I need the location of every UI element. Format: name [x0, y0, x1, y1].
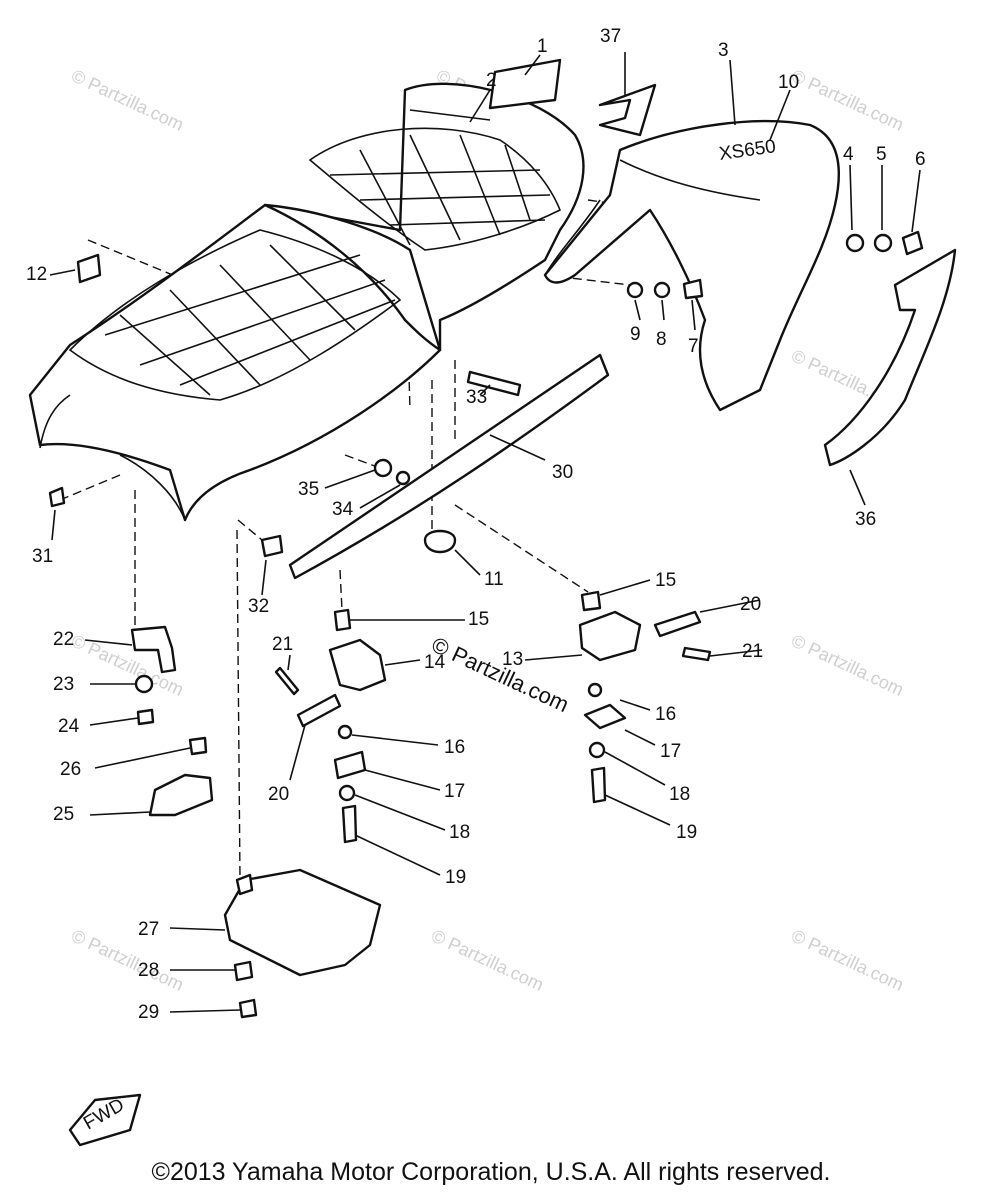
callout-23: 23: [53, 674, 74, 695]
callout-18a: 18: [449, 822, 470, 843]
callout-11: 11: [484, 569, 504, 590]
watermark-center: © Partzilla.com: [428, 632, 573, 717]
callout-32: 32: [248, 596, 269, 617]
decal-left: [598, 83, 657, 137]
callout-20a: 20: [268, 784, 289, 805]
callout-13: 13: [502, 649, 523, 670]
callout-18b: 18: [669, 784, 690, 805]
callout-26: 26: [60, 759, 81, 780]
leader-lines: [49, 52, 921, 1013]
callout-21a: 21: [272, 634, 293, 655]
callout-5: 5: [876, 144, 887, 165]
emblem-plate: [488, 58, 562, 110]
callout-27: 27: [138, 919, 159, 940]
callout-22: 22: [53, 629, 74, 650]
callout-17a: 17: [444, 781, 465, 802]
callout-24: 24: [58, 716, 80, 737]
watermark: © Partzilla.com: [428, 925, 546, 994]
copyright-notice: ©2013 Yamaha Motor Corporation, U.S.A. A…: [151, 1158, 831, 1186]
callout-17b: 17: [660, 741, 681, 762]
callout-10: 10: [778, 72, 799, 93]
callout-37: 37: [600, 26, 621, 47]
callout-14: 14: [424, 652, 446, 673]
callout-3: 3: [718, 40, 729, 61]
callout-33: 33: [466, 387, 487, 408]
callout-8: 8: [656, 329, 667, 350]
callout-12: 12: [26, 264, 47, 285]
callout-29: 29: [138, 1002, 159, 1023]
callout-35: 35: [298, 479, 319, 500]
seat: [28, 82, 585, 522]
callout-19b: 19: [676, 822, 697, 843]
callout-9: 9: [630, 324, 641, 345]
tail-cover: XS650: [543, 119, 840, 412]
callout-28: 28: [138, 960, 159, 981]
callout-16a: 16: [444, 737, 465, 758]
callout-21b: 21: [742, 641, 763, 662]
callout-31: 31: [32, 546, 53, 567]
callout-19a: 19: [445, 867, 466, 888]
callouts: 1 2 3 4 5 6 7 8 9 10 11 12 13 14 15 15 1…: [26, 26, 926, 1023]
callout-34: 34: [332, 499, 354, 520]
hardware: FWD: [48, 230, 924, 1147]
callout-6: 6: [915, 149, 926, 170]
callout-4: 4: [843, 144, 854, 165]
callout-30: 30: [552, 462, 573, 483]
callout-1: 1: [537, 36, 548, 57]
callout-20b: 20: [740, 594, 761, 615]
callout-2: 2: [486, 70, 497, 91]
callout-15a: 15: [468, 609, 489, 630]
callout-36: 36: [855, 509, 876, 530]
side-stripe: [823, 248, 957, 467]
grab-rail: [288, 353, 610, 580]
callout-15b: 15: [655, 570, 676, 591]
watermark: © Partzilla.com: [68, 65, 186, 134]
watermark: © Partzilla.com: [788, 925, 906, 994]
callout-16b: 16: [655, 704, 676, 725]
watermark: © Partzilla.com: [68, 925, 186, 994]
callout-7: 7: [688, 336, 699, 357]
callout-25: 25: [53, 804, 74, 825]
watermark: © Partzilla.com: [788, 630, 906, 699]
